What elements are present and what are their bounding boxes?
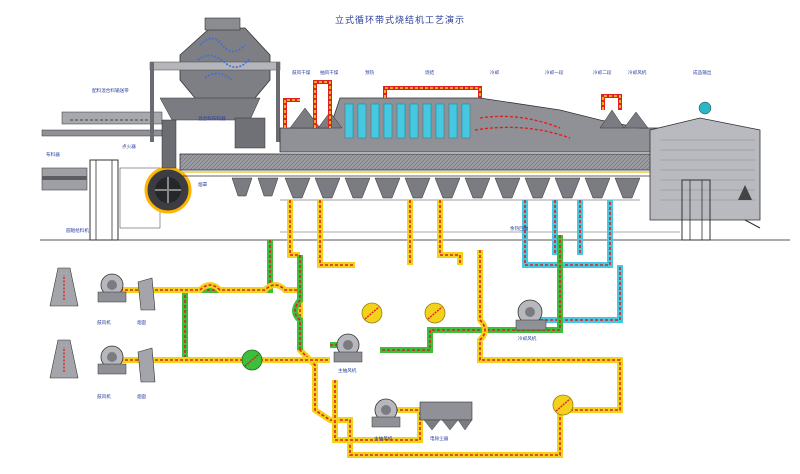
right-fan xyxy=(515,299,547,331)
label-zone-3: 预热 xyxy=(365,69,375,76)
feed-conveyor xyxy=(41,111,163,241)
upper-risers xyxy=(283,80,622,128)
label-drum: 圆辊给料机 xyxy=(66,227,89,234)
label-fan2: 鼓风机 xyxy=(97,393,111,400)
dust-collector xyxy=(419,401,473,431)
label-zone-4: 烧结 xyxy=(425,69,435,76)
label-zone-7: 冷却二段 xyxy=(593,69,612,76)
label-right-fan: 冷却风机 xyxy=(518,335,537,342)
label-ignition: 点火器 xyxy=(122,144,136,150)
left-equipment-labels: 配料混合料输送带 布料器 点火器 混合料布料器 烟罩 圆辊给料机 xyxy=(46,87,226,234)
label-zone-2: 抽风干燥 xyxy=(320,69,339,76)
bottom-equipment-labels: 鼓风机 烟囱 鼓风机 烟囱 主抽风机 冷却风机 主抽风机 电除尘器 余热回收 xyxy=(97,225,537,442)
label-zone-8: 冷却风机 xyxy=(628,69,647,76)
ignition-burners xyxy=(344,103,471,139)
valves xyxy=(241,302,574,416)
label-dust: 电除尘器 xyxy=(430,435,449,442)
label-stack2: 烟囱 xyxy=(137,393,147,400)
label-stack1: 烟囱 xyxy=(137,319,147,326)
mid-fan xyxy=(333,333,363,363)
label-fan1: 鼓风机 xyxy=(97,319,111,326)
label-mid-fan: 主抽风机 xyxy=(338,367,357,374)
label-zone-9: 成品输出 xyxy=(693,69,712,76)
ignition-tower xyxy=(149,17,281,149)
sinter-strand xyxy=(179,149,685,179)
left-fan-group-1 xyxy=(49,267,156,311)
label-conveyor: 配料混合料输送带 xyxy=(92,87,129,94)
drum-feeder xyxy=(144,119,192,214)
label-zone-1: 鼓风干燥 xyxy=(292,69,311,76)
diagram-title: 立式循环带式烧结机工艺演示 xyxy=(334,16,465,26)
bottom-fan xyxy=(371,398,401,428)
label-mid-box: 余热回收 xyxy=(510,225,529,232)
label-zone-5: 冷却 xyxy=(490,69,500,76)
label-bottom-fan: 主抽风机 xyxy=(374,435,393,442)
label-distributor: 混合料布料器 xyxy=(198,115,226,122)
top-zone-labels: 鼓风干燥 抽风干燥 预热 烧结 冷却 冷却一段 冷却二段 冷却风机 成品输出 xyxy=(292,69,712,76)
label-zone-6: 冷却一段 xyxy=(545,69,564,76)
label-feeder: 布料器 xyxy=(46,151,60,158)
cooler-building xyxy=(649,101,761,241)
label-hood: 烟罩 xyxy=(198,181,208,188)
duct-network xyxy=(120,200,623,458)
wind-boxes xyxy=(231,177,680,233)
sinter-hood xyxy=(279,97,661,153)
left-fan-group-2 xyxy=(49,339,156,383)
